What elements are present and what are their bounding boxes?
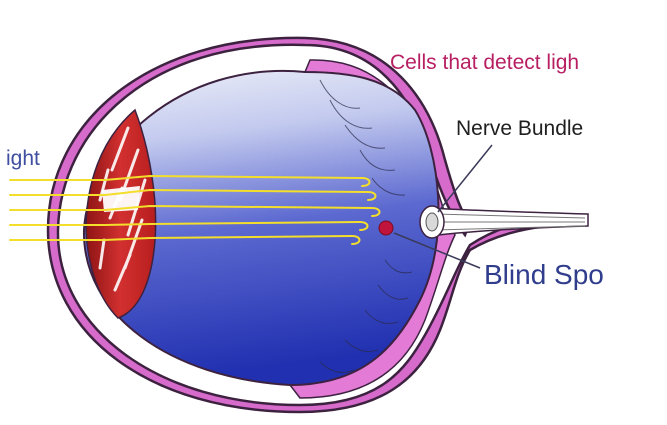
blind-spot bbox=[379, 221, 393, 235]
nerve-bundle-label: Nerve Bundle bbox=[456, 117, 583, 140]
light-label: ight bbox=[6, 147, 40, 170]
blind-spot-label: Blind Spo bbox=[484, 259, 604, 290]
cells-label: Cells that detect ligh bbox=[390, 51, 579, 74]
